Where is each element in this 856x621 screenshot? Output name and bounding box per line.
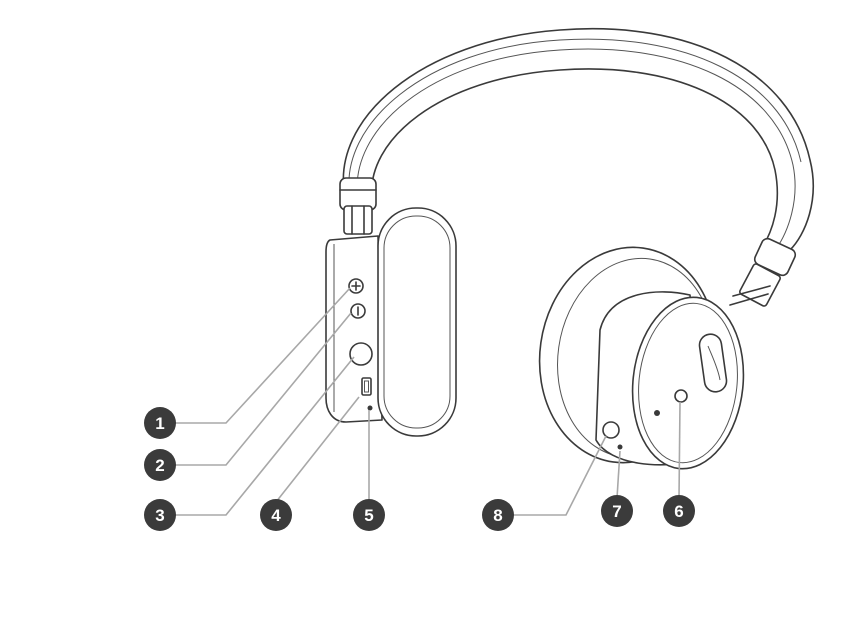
right-hinge xyxy=(729,237,797,307)
svg-text:2: 2 xyxy=(155,456,164,475)
callout-1: 1 xyxy=(144,407,176,439)
headband xyxy=(342,28,814,251)
svg-text:1: 1 xyxy=(155,414,164,433)
left-earcup xyxy=(325,207,457,437)
callout-8: 8 xyxy=(482,499,514,531)
svg-text:4: 4 xyxy=(271,506,281,525)
svg-text:7: 7 xyxy=(612,502,621,521)
left-controls xyxy=(348,278,373,411)
svg-text:8: 8 xyxy=(493,506,502,525)
callout-markers: 1 2 3 4 5 6 7 8 xyxy=(144,407,695,531)
leader-lines xyxy=(168,287,681,516)
svg-text:5: 5 xyxy=(364,506,373,525)
callout-2: 2 xyxy=(144,449,176,481)
right-earcup xyxy=(538,246,745,470)
multifunction-icon xyxy=(349,342,373,366)
svg-text:6: 6 xyxy=(674,502,683,521)
callout-7: 7 xyxy=(601,495,633,527)
callout-5: 5 xyxy=(353,499,385,531)
audio-jack-icon xyxy=(674,389,688,403)
earcup-button-icon xyxy=(602,421,620,439)
callout-6: 6 xyxy=(663,495,695,527)
callout-4: 4 xyxy=(260,499,292,531)
left-hinge xyxy=(339,177,377,235)
led-icon xyxy=(367,405,373,411)
svg-text:3: 3 xyxy=(155,506,164,525)
callout-3: 3 xyxy=(144,499,176,531)
